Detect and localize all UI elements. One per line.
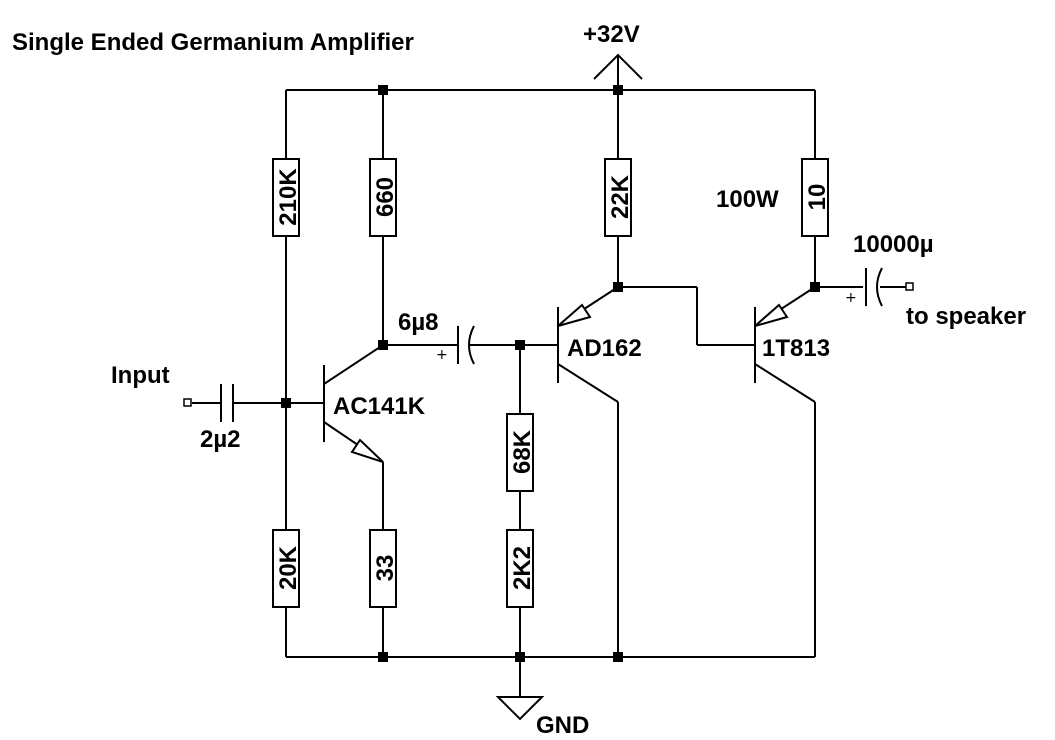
resistor-r2: 660 [369, 158, 399, 237]
supply-arrow-icon [593, 53, 643, 80]
resistor-r8-value: 33 [372, 555, 399, 582]
resistor-r6-value: 2K2 [509, 546, 536, 590]
junction-dots [281, 85, 820, 662]
capacitor-coupling-polarity: + [436, 347, 448, 363]
resistor-r7: 20K [272, 529, 302, 608]
ground-label: GND [536, 712, 589, 739]
resistor-r5: 68K [506, 413, 536, 492]
resistor-r6: 2K2 [506, 529, 536, 608]
transistor-q3-label: 1T813 [762, 335, 830, 362]
capacitor-output-polarity: + [845, 290, 857, 306]
capacitor-input: 2µ2 [200, 384, 241, 453]
emitter-arrow-icon [754, 303, 789, 327]
capacitor-coupling: + 6µ8 [398, 309, 475, 365]
emitter-arrow-icon [350, 438, 384, 463]
resistor-r1-value: 210K [275, 168, 302, 226]
resistor-r3-value: 22K [607, 174, 634, 219]
input-terminal-icon[interactable] [183, 398, 192, 407]
resistor-r2-value: 660 [372, 177, 399, 217]
transistor-q2: AD162 [557, 286, 642, 403]
resistor-r1: 210K [272, 158, 302, 237]
input-label: Input [111, 362, 170, 389]
output-label: to speaker [906, 303, 1026, 330]
capacitor-output: + 10000µ [845, 231, 934, 307]
output-terminal-icon[interactable] [905, 282, 914, 291]
capacitor-output-value: 10000µ [853, 231, 934, 258]
transistor-q1-label: AC141K [333, 393, 426, 420]
emitter-arrow-icon [557, 303, 592, 327]
resistor-r7-value: 20K [275, 545, 302, 590]
resistor-r4-value: 10 [804, 184, 831, 211]
resistor-r5-value: 68K [509, 429, 536, 474]
transistor-q2-label: AD162 [567, 335, 642, 362]
diagram-title: Single Ended Germanium Amplifier [12, 29, 414, 56]
supply-label: +32V [583, 21, 640, 48]
capacitor-coupling-value: 6µ8 [398, 309, 439, 336]
capacitor-input-value: 2µ2 [200, 426, 241, 453]
resistor-r8: 33 [369, 529, 399, 608]
resistor-r3: 22K [604, 158, 634, 237]
resistor-r4-power: 100W [716, 186, 779, 213]
transistor-q3: 1T813 [754, 286, 830, 403]
transistor-q1: AC141K [323, 344, 426, 463]
ground-icon [495, 696, 545, 721]
resistor-r4: 10 100W [716, 158, 831, 237]
